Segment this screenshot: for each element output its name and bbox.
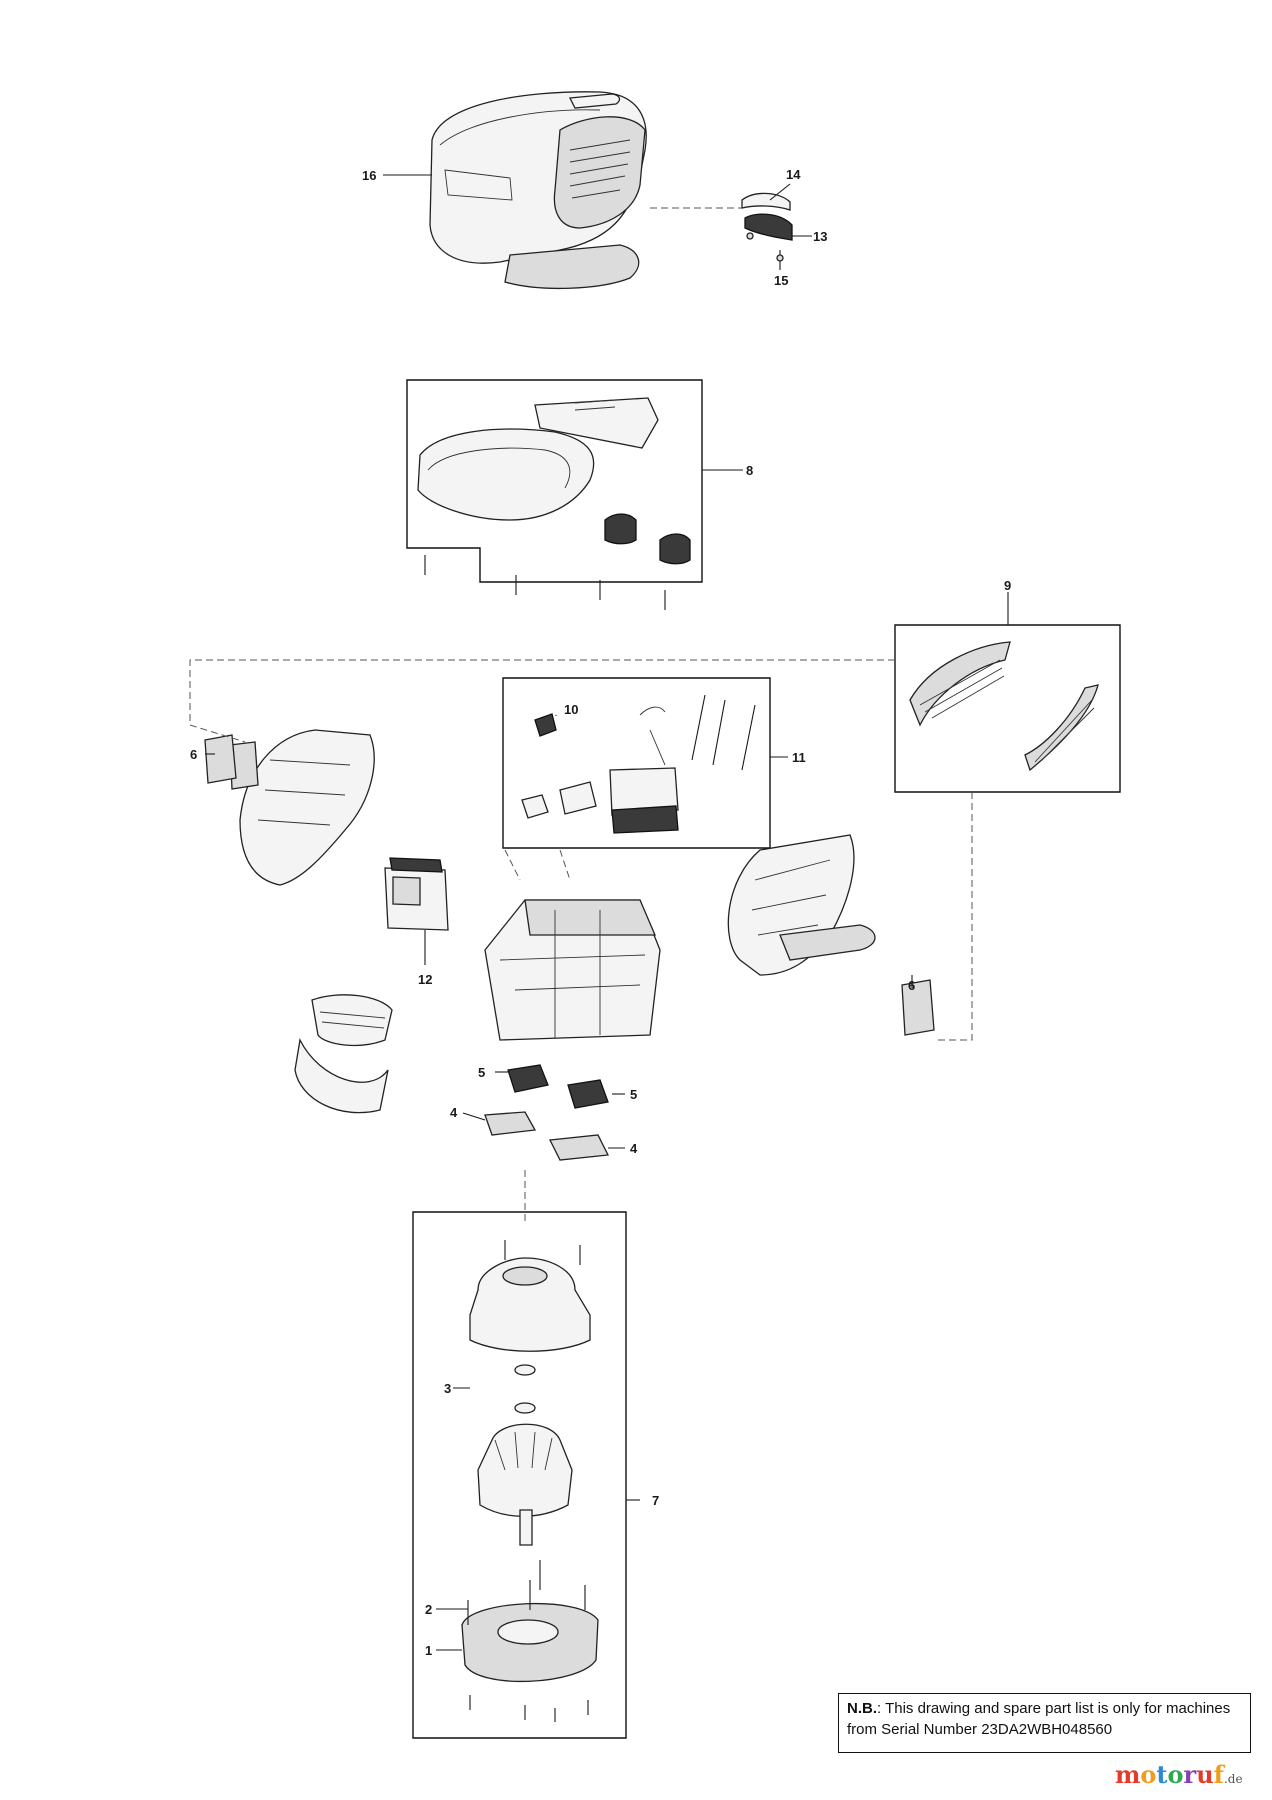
callout-9: 9: [1004, 578, 1011, 593]
front-grill-pieces: [294, 994, 393, 1114]
note-prefix: N.B.: [847, 1700, 877, 1717]
alignment-guides: [189, 659, 973, 1222]
brand-letter-u: u: [1196, 1760, 1214, 1789]
brand-logo: motoruf.de: [1115, 1760, 1243, 1789]
serial-number-note: N.B.: This drawing and spare part list i…: [838, 1693, 1251, 1753]
note-text: : This drawing and spare part list is on…: [847, 1700, 1231, 1738]
callout-15: 15: [774, 273, 788, 288]
brand-letter-r: r: [1183, 1760, 1197, 1789]
callout-10: 10: [564, 702, 578, 717]
callout-14: 14: [786, 167, 801, 182]
fans-and-pads: [484, 1064, 610, 1161]
callout-6-left: 6: [190, 747, 197, 762]
electronics-kit-11: [502, 677, 771, 849]
brand-letter-t: t: [1156, 1760, 1168, 1789]
callout-3: 3: [444, 1381, 451, 1396]
brand-letter-o1: o: [1140, 1760, 1157, 1789]
callout-6-right: 6: [908, 978, 915, 993]
callout-5-right: 5: [630, 1087, 637, 1102]
brand-tld: .de: [1223, 1772, 1243, 1786]
grill-kit-9: [894, 624, 1121, 793]
leader-lines: [205, 174, 1009, 1651]
callout-5-left: 5: [478, 1065, 485, 1080]
housing-left-half: [229, 729, 375, 886]
callout-16: 16: [362, 168, 376, 183]
callout-7: 7: [652, 1493, 659, 1508]
brand-letter-f: f: [1213, 1760, 1224, 1789]
callout-8: 8: [746, 463, 753, 478]
callout-13: 13: [813, 229, 827, 244]
callout-11: 11: [792, 750, 806, 765]
cover-assembly-16: [429, 91, 647, 290]
callout-4-right: 4: [630, 1141, 638, 1156]
center-chassis: [484, 899, 661, 1041]
callout-1: 1: [425, 1643, 432, 1658]
brand-letter-m: m: [1115, 1760, 1141, 1789]
top-cover-kit-8: [406, 379, 703, 610]
housing-right-half: [727, 834, 876, 976]
callout-labels: 16 14 13 15 8 9 10 11 6 12 6 5 5 4 4 3 7…: [190, 167, 1011, 1658]
brand-letter-o2: o: [1167, 1760, 1184, 1789]
callout-4-left: 4: [450, 1105, 458, 1120]
handle-parts-13-14-15: [741, 192, 793, 262]
callout-12: 12: [418, 972, 432, 987]
side-pads-6: [204, 734, 935, 1036]
control-module-12: [384, 857, 449, 931]
callout-2: 2: [425, 1602, 432, 1617]
motor-kit-7: [412, 1211, 627, 1739]
